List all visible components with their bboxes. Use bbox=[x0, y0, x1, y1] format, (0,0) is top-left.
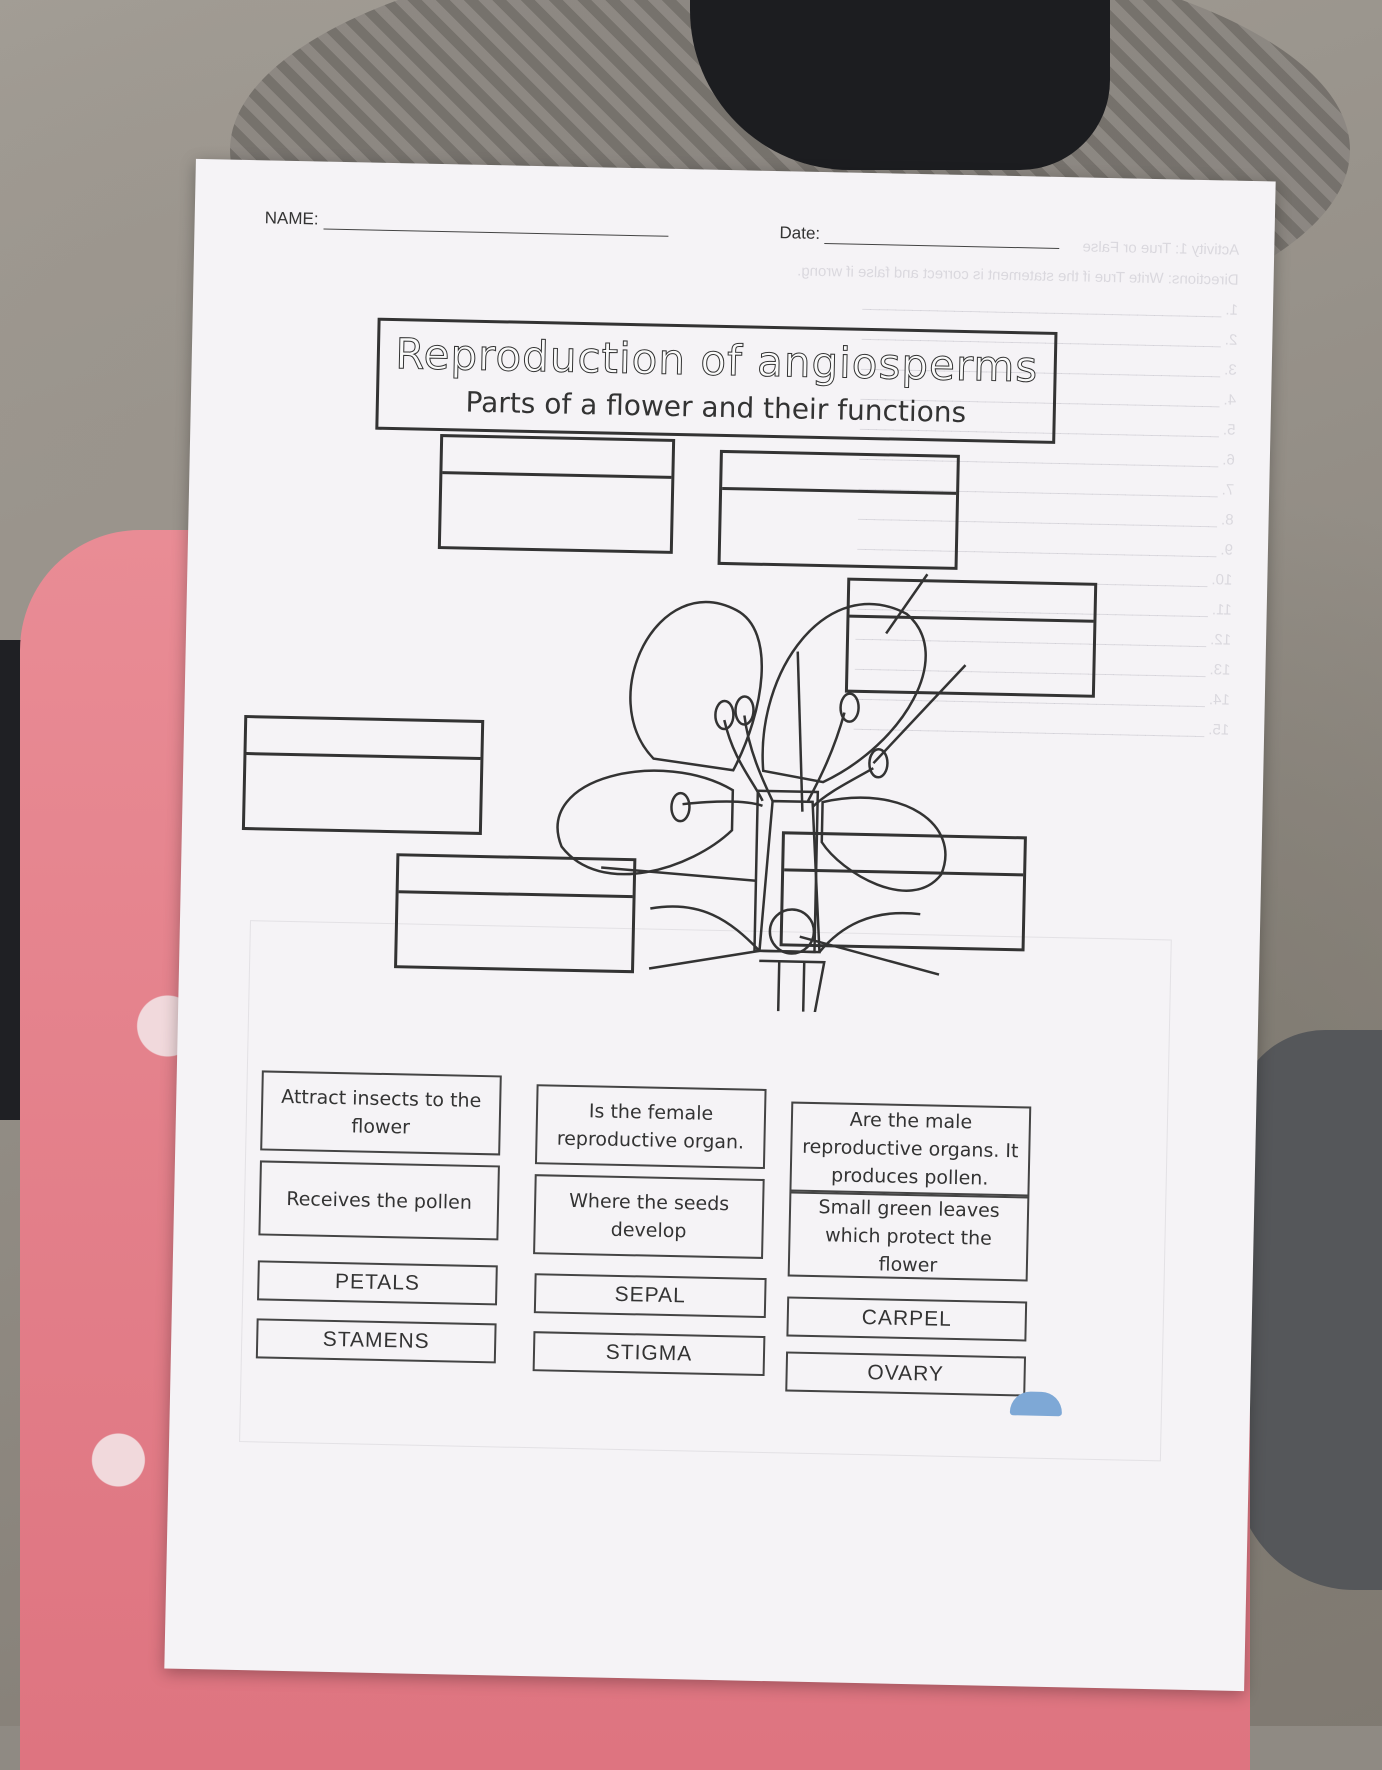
pointer-sepal bbox=[648, 949, 760, 970]
name-line[interactable] bbox=[323, 228, 669, 237]
label-box-top-middle[interactable] bbox=[717, 449, 960, 570]
carpel-outline bbox=[753, 789, 820, 954]
part-card-sepal[interactable]: SEPAL bbox=[533, 1273, 767, 1319]
label-box-bottom-left[interactable] bbox=[394, 853, 637, 974]
sepal-left bbox=[650, 905, 761, 952]
worksheet-paper: Activity 1: True or False Directions: Wr… bbox=[164, 158, 1276, 1692]
label-box-right-lower[interactable] bbox=[779, 831, 1027, 952]
part-card-ovary[interactable]: OVARY bbox=[785, 1351, 1027, 1397]
shoe-right bbox=[1235, 1030, 1382, 1590]
function-card-1[interactable]: Attract insects to the flower bbox=[260, 1070, 502, 1156]
function-card-2[interactable]: Is the female reproductive organ. bbox=[534, 1084, 767, 1169]
petal-right bbox=[820, 796, 947, 892]
pointer-petal bbox=[885, 573, 929, 635]
label-box-top-left[interactable] bbox=[437, 434, 676, 554]
page-title: Reproduction of angiosperms bbox=[394, 329, 1039, 392]
function-card-4[interactable]: Receives the pollen bbox=[258, 1160, 500, 1241]
carpel-style bbox=[758, 799, 821, 954]
petal-top-left bbox=[629, 601, 763, 772]
stamen-1 bbox=[723, 719, 764, 802]
petal-top-right bbox=[761, 602, 927, 784]
label-box-right-upper[interactable] bbox=[844, 577, 1098, 698]
part-card-carpel[interactable]: CARPEL bbox=[786, 1296, 1028, 1342]
anther-3 bbox=[839, 692, 860, 723]
title-box: Reproduction of angiosperms Parts of a f… bbox=[375, 317, 1058, 444]
name-label: NAME: bbox=[264, 208, 319, 229]
function-card-5[interactable]: Where the seeds develop bbox=[533, 1174, 765, 1259]
stamen-2 bbox=[743, 715, 774, 802]
petal-left bbox=[556, 769, 735, 876]
page-subtitle: Parts of a flower and their functions bbox=[465, 385, 967, 430]
function-card-6[interactable]: Small green leaves which protect the flo… bbox=[787, 1191, 1030, 1282]
flower-diagram bbox=[556, 573, 967, 1018]
anther-1 bbox=[714, 699, 735, 731]
anther-2 bbox=[734, 695, 755, 726]
pointer-anther bbox=[872, 664, 967, 765]
stem bbox=[776, 961, 806, 1012]
function-card-3[interactable]: Are the male reproductive organs. It pro… bbox=[789, 1101, 1032, 1197]
anther-5 bbox=[670, 791, 691, 823]
name-field: NAME: bbox=[264, 208, 669, 237]
label-box-left[interactable] bbox=[241, 714, 485, 835]
stamen-5 bbox=[682, 800, 763, 808]
pointer-stigma bbox=[796, 651, 804, 812]
pointer-ovary bbox=[799, 935, 940, 976]
receptacle bbox=[759, 959, 826, 1018]
shoe-top bbox=[690, 0, 1110, 170]
pointer-carpel bbox=[601, 866, 757, 882]
stamen-3 bbox=[806, 712, 846, 803]
anther-4 bbox=[868, 748, 889, 779]
date-label: Date: bbox=[779, 223, 821, 243]
part-card-petals[interactable]: PETALS bbox=[257, 1260, 498, 1306]
part-card-stigma[interactable]: STIGMA bbox=[532, 1331, 766, 1377]
part-card-stamens[interactable]: STAMENS bbox=[255, 1318, 497, 1364]
